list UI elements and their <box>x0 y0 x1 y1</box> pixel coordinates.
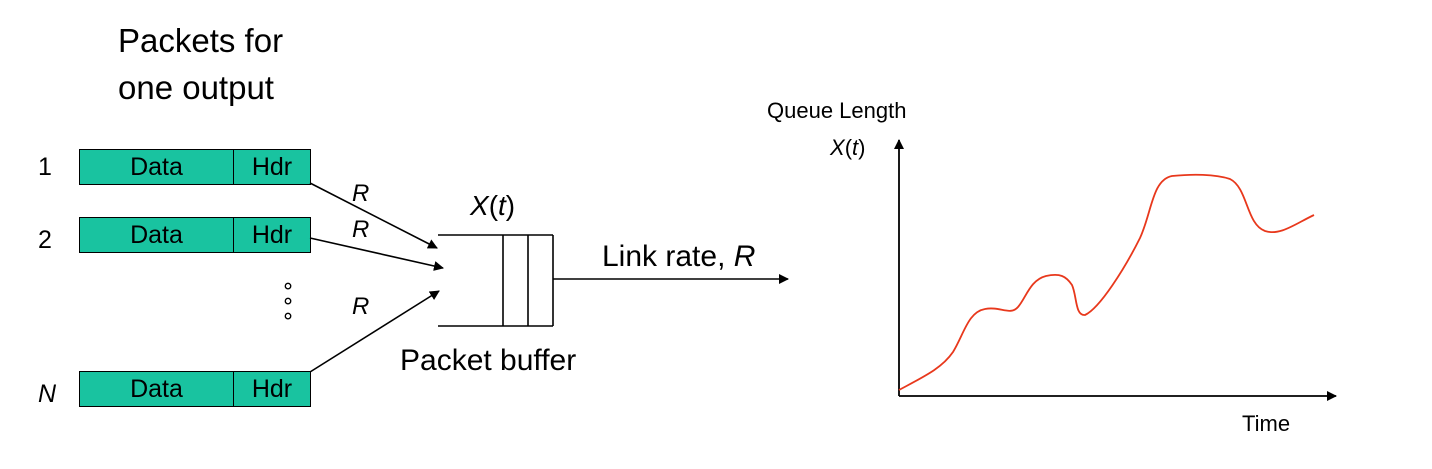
state-arg: t <box>498 190 506 221</box>
rate-label-n: R <box>352 293 370 320</box>
input-index-2: 2 <box>38 226 52 254</box>
queue-length-curve <box>898 173 1315 391</box>
packet-header-cell: Hdr <box>234 149 311 185</box>
vertical-ellipsis: ∘∘∘ <box>281 273 295 328</box>
packet-data-cell: Data <box>79 217 234 253</box>
input-arrow-1 <box>309 182 438 249</box>
graph-y-label: X(t) <box>830 135 865 161</box>
y-var: X <box>830 135 845 160</box>
graph-title: Queue Length <box>767 98 907 123</box>
packet-header-cell: Hdr <box>234 371 311 407</box>
rate-label-1: R <box>352 180 370 207</box>
graph-x-label: Time <box>1242 411 1291 436</box>
packet-2: Data Hdr <box>79 217 311 253</box>
heading-line2: one output <box>118 69 274 106</box>
rate-label-2: R <box>352 216 370 243</box>
state-var: X <box>470 190 489 221</box>
y-arg: t <box>852 135 859 160</box>
link-rate-symbol: R <box>733 240 756 273</box>
input-arrow-n <box>309 290 440 373</box>
input-index-1: 1 <box>38 153 52 181</box>
link-rate-label: Link rate, R <box>602 240 755 274</box>
input-arrow-2 <box>309 237 444 271</box>
state-close-paren: ) <box>505 190 516 221</box>
packet-data-cell: Data <box>79 371 234 407</box>
packet-1: Data Hdr <box>79 149 311 185</box>
y-open-paren: ( <box>844 135 853 160</box>
heading-line1: Packets for <box>118 22 284 59</box>
buffer-label: Packet buffer <box>400 344 577 377</box>
buffer-state-label: X(t) <box>470 190 515 222</box>
packet-buffer <box>438 234 554 327</box>
packet-header-cell: Hdr <box>234 217 311 253</box>
packet-n: Data Hdr <box>79 371 311 407</box>
packet-data-cell: Data <box>79 149 234 185</box>
state-open-paren: ( <box>488 190 499 221</box>
input-index-n: N <box>38 380 57 408</box>
link-rate-text: Link rate, <box>602 240 734 273</box>
y-close-paren: ) <box>858 135 866 160</box>
